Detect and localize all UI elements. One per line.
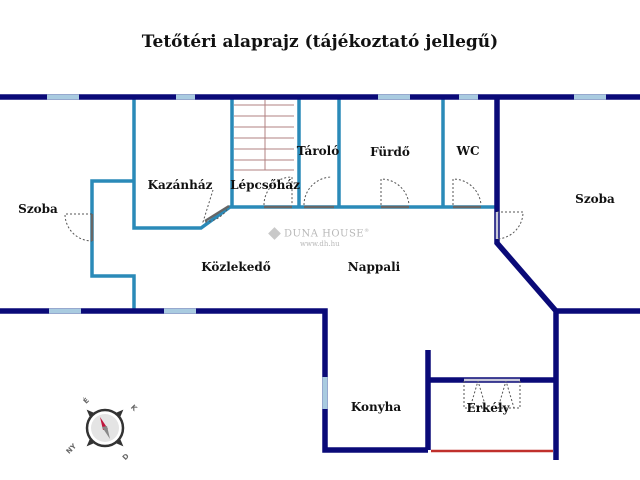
doors — [64, 176, 524, 409]
room-label-tarolo: Tároló — [296, 144, 340, 158]
watermark-brand: DUNA HOUSE — [284, 228, 365, 240]
duna-house-logo-icon — [268, 227, 281, 240]
room-label-furdo: Fürdő — [370, 145, 410, 159]
room-label-kozlekedo: Közlekedő — [201, 260, 271, 274]
room-label-erkely: Erkély — [466, 401, 510, 415]
room-label-lepcsohaz: Lépcsőház — [230, 178, 300, 192]
room-label-nappali: Nappali — [347, 260, 401, 274]
door-thresholds — [90, 204, 520, 382]
watermark: DUNA HOUSE® www.dh.hu — [268, 227, 370, 249]
watermark-url: www.dh.hu — [300, 240, 340, 249]
room-label-konyha: Konyha — [350, 400, 402, 414]
page-title: Tetőtéri alaprajz (tájékoztató jellegű) — [141, 32, 499, 52]
windows — [47, 94, 606, 409]
registered-mark: ® — [364, 228, 370, 234]
compass-rose — [85, 408, 125, 448]
room-label-kazanhaz: Kazánház — [147, 178, 213, 192]
room-label-wc: WC — [456, 144, 480, 158]
room-label-szoba-left: Szoba — [18, 202, 58, 216]
interior-walls — [90, 98, 497, 309]
staircase — [234, 100, 294, 171]
room-label-szoba-right: Szoba — [575, 192, 615, 206]
